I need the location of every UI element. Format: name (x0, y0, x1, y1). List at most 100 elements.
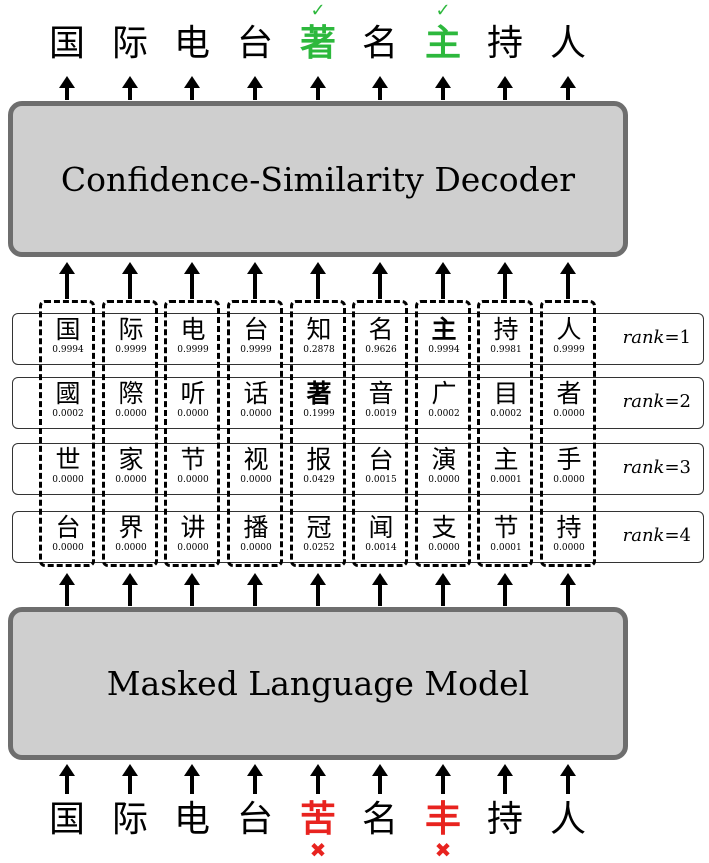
candidate-prob: 0.2878 (303, 345, 335, 355)
arrow-head (435, 76, 451, 88)
arrow-head (122, 573, 138, 585)
candidate-prob: 0.0000 (177, 409, 209, 419)
arrow-head (184, 76, 200, 88)
arrow-shaft (316, 87, 320, 100)
arrow-shaft (378, 775, 382, 794)
arrow-head (310, 76, 326, 88)
input-char: 持 (486, 799, 523, 840)
arrow-shaft (190, 87, 194, 100)
arrow-shaft (190, 775, 194, 794)
candidate-char: 听 (180, 379, 206, 408)
candidate-prob: 0.0019 (365, 409, 397, 419)
candidate-char: 主 (431, 315, 457, 344)
arrow-head (560, 764, 576, 776)
candidate-char: 播 (243, 513, 269, 542)
rank-label-italic: rank (622, 391, 665, 412)
candidate-prob: 0.0002 (490, 409, 522, 419)
candidate-column-box (415, 300, 471, 567)
rank-label-value: =2 (664, 391, 691, 412)
candidate-char: 持 (556, 513, 582, 542)
candidate-char: 音 (368, 379, 394, 408)
candidate-char: 话 (243, 379, 269, 408)
input-char: 台 (236, 799, 273, 840)
candidate-char: 视 (243, 445, 269, 474)
candidate-column-box (227, 300, 283, 567)
candidate-prob: 0.9981 (490, 345, 522, 355)
arrow-head (560, 262, 576, 274)
candidate-prob: 0.0000 (115, 475, 147, 485)
arrow-head (122, 764, 138, 776)
candidate-prob: 0.0015 (365, 475, 397, 485)
input-char: 名 (361, 799, 398, 840)
candidate-prob: 0.0000 (553, 543, 585, 553)
candidate-char: 著 (306, 379, 332, 408)
input-char: 国 (48, 799, 85, 840)
candidate-prob: 0.0000 (240, 543, 272, 553)
arrow-shaft (566, 273, 570, 299)
candidate-prob: 0.0429 (303, 475, 335, 485)
arrow-head (435, 262, 451, 274)
rank-label-italic: rank (622, 457, 665, 478)
candidate-char: 名 (368, 315, 394, 344)
candidate-char: 者 (556, 379, 582, 408)
arrow-shaft (566, 87, 570, 100)
candidate-prob: 0.0000 (177, 475, 209, 485)
arrow-shaft (253, 584, 257, 606)
arrow-shaft (253, 775, 257, 794)
output-char: 主 (424, 23, 461, 64)
arrow-head (497, 764, 513, 776)
rank-label: rank=4 (623, 525, 691, 546)
candidate-prob: 0.0000 (553, 475, 585, 485)
arrow-shaft (190, 584, 194, 606)
arrow-head (560, 573, 576, 585)
arrow-head (184, 573, 200, 585)
output-char: 国 (48, 23, 85, 64)
arrow-shaft (128, 273, 132, 299)
arrow-head (497, 573, 513, 585)
candidate-char: 闻 (368, 513, 394, 542)
candidate-char: 台 (368, 445, 394, 474)
arrow-head (435, 764, 451, 776)
arrow-shaft (503, 775, 507, 794)
candidate-prob: 0.0000 (177, 543, 209, 553)
candidate-prob: 0.9626 (365, 345, 397, 355)
arrow-shaft (65, 775, 69, 794)
candidate-char: 台 (55, 513, 81, 542)
candidate-char: 际 (118, 315, 144, 344)
input-char: 人 (549, 799, 586, 840)
arrow-shaft (378, 87, 382, 100)
arrow-shaft (503, 273, 507, 299)
arrow-head (372, 262, 388, 274)
rank-label-italic: rank (622, 327, 665, 348)
arrow-head (372, 76, 388, 88)
candidate-column-box (477, 300, 533, 567)
candidate-prob: 0.0002 (428, 409, 460, 419)
candidate-char: 國 (55, 379, 81, 408)
candidate-column-box (164, 300, 220, 567)
output-char: 名 (361, 23, 398, 64)
rank-label: rank=2 (623, 391, 691, 412)
arrow-head (59, 262, 75, 274)
arrow-head (497, 76, 513, 88)
arrow-shaft (566, 584, 570, 606)
confidence-similarity-decoder: Confidence-Similarity Decoder (8, 101, 628, 257)
rank-label-value: =4 (664, 525, 691, 546)
candidate-char: 手 (556, 445, 582, 474)
candidate-char: 際 (118, 379, 144, 408)
